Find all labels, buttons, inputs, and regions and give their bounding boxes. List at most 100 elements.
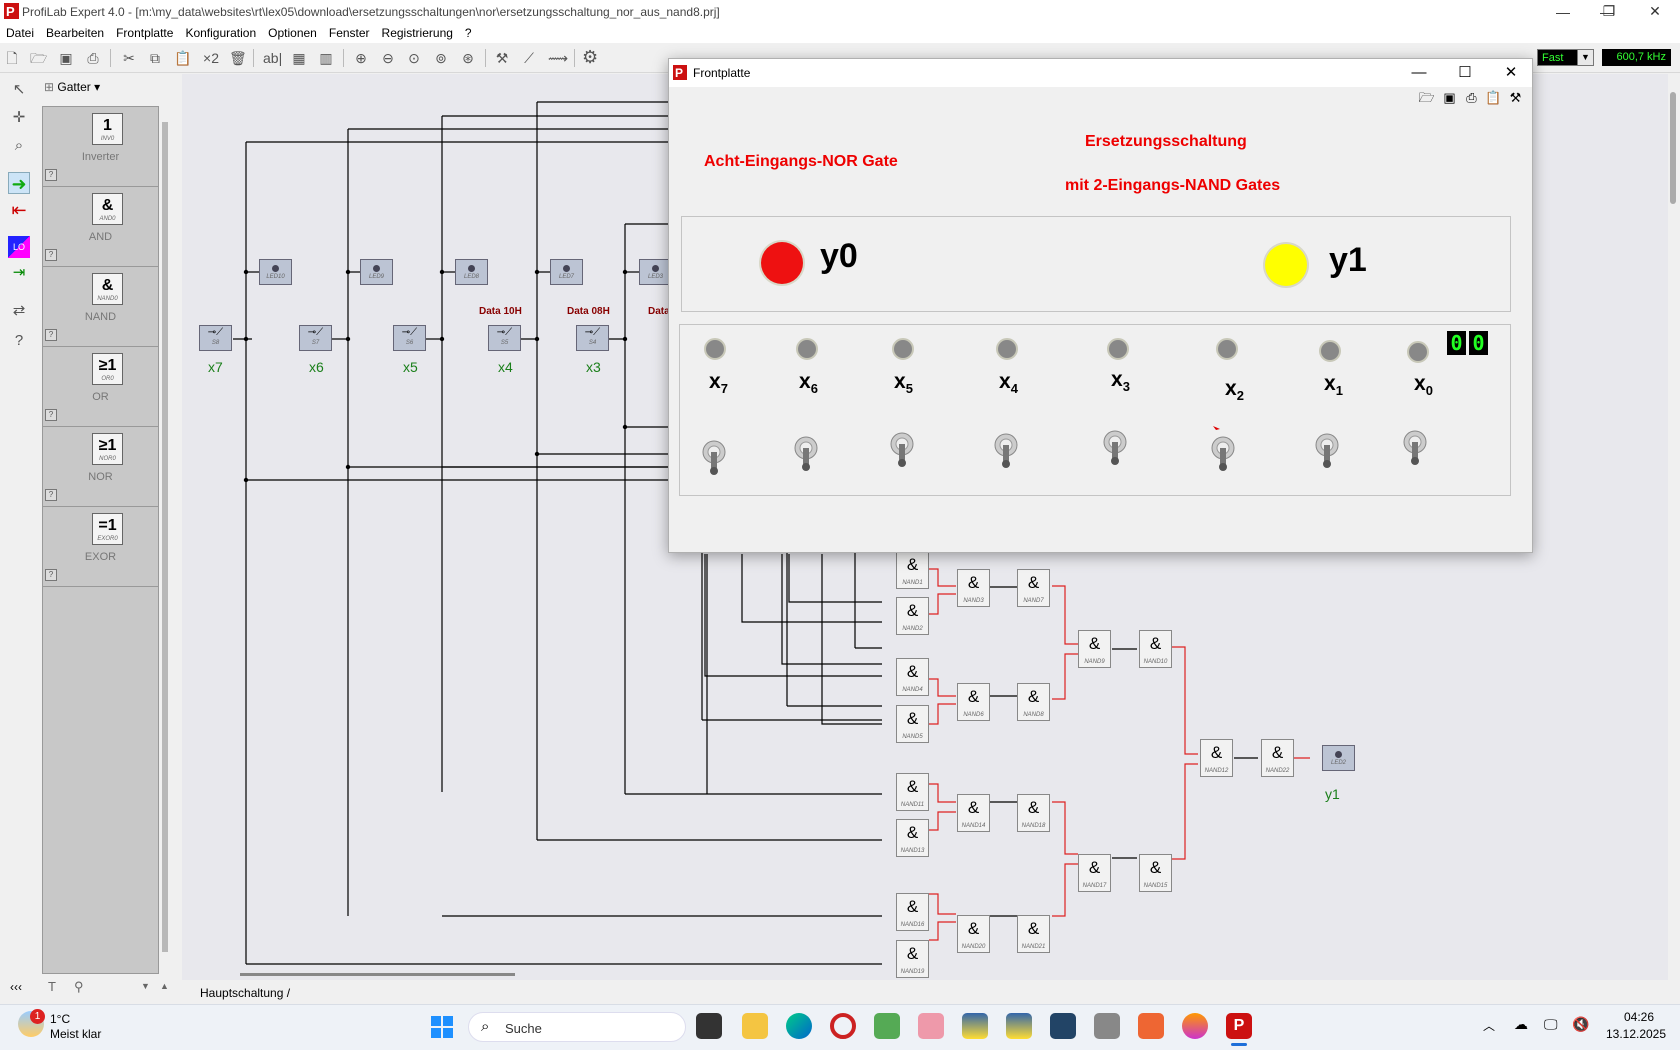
- zoom-select-icon[interactable]: ⊛: [462, 50, 474, 66]
- zoom-page-icon[interactable]: ⊚: [435, 50, 447, 66]
- nand-gate[interactable]: &NAND9: [1078, 630, 1111, 668]
- toggle-switch-x5[interactable]: [889, 431, 915, 469]
- help-icon[interactable]: ?: [45, 249, 57, 261]
- crosshair-icon[interactable]: ✛: [12, 109, 26, 126]
- menu-bearbeiten[interactable]: Bearbeiten: [46, 26, 105, 40]
- cut-icon[interactable]: ✂: [123, 50, 135, 66]
- switch-s5[interactable]: ⊸⟋S5: [488, 325, 521, 351]
- nand-gate[interactable]: &NAND1: [896, 551, 929, 589]
- toggle-switch-x6[interactable]: [793, 435, 819, 473]
- save-icon[interactable]: ▣: [1443, 90, 1456, 105]
- pointer-icon[interactable]: ↖: [12, 81, 26, 98]
- help-icon[interactable]: ?: [45, 569, 57, 581]
- restore-app-button[interactable]: ❐: [1602, 3, 1616, 19]
- help-icon[interactable]: ?: [45, 489, 57, 501]
- toggle-switch-x7[interactable]: [701, 439, 727, 477]
- logic-analyzer-icon[interactable]: LO: [8, 236, 30, 258]
- image-app-icon[interactable]: [874, 1013, 900, 1039]
- menu-help[interactable]: ?: [464, 26, 472, 40]
- print-icon[interactable]: ⎙: [87, 50, 99, 66]
- scroll-down-icon[interactable]: ▼: [141, 981, 150, 991]
- canvas-vertical-scrollbar[interactable]: [1668, 74, 1680, 980]
- minimize-button[interactable]: —: [1600, 3, 1614, 20]
- help-icon[interactable]: ?: [45, 329, 57, 341]
- grid-icon[interactable]: ▦: [292, 50, 306, 66]
- close-app-button[interactable]: ✕: [1649, 3, 1661, 19]
- file-explorer-icon[interactable]: [742, 1013, 768, 1039]
- palette-item-nand[interactable]: &NAND0 NAND ?: [43, 267, 158, 347]
- open-folder-icon[interactable]: 🗁: [1418, 90, 1435, 105]
- nand-gate[interactable]: &NAND16: [896, 893, 929, 931]
- columns-icon[interactable]: ▥: [319, 50, 333, 66]
- palette-category[interactable]: ⊞ Gatter ▾: [44, 80, 101, 94]
- save-icon[interactable]: ▣: [59, 50, 73, 66]
- zoom-in-icon[interactable]: ⊕: [355, 50, 367, 66]
- nand-gate[interactable]: &NAND17: [1078, 854, 1111, 892]
- led-10[interactable]: LED10: [259, 259, 292, 285]
- toggle-switch-x0[interactable]: [1402, 429, 1428, 467]
- canvas-scroll-thumb[interactable]: [1670, 92, 1676, 204]
- tools-icon[interactable]: ⚒: [1509, 90, 1522, 105]
- zoom-fit-icon[interactable]: ⊙: [408, 50, 420, 66]
- nand-gate[interactable]: &NAND13: [896, 819, 929, 857]
- python-icon[interactable]: [962, 1013, 988, 1039]
- wire-icon[interactable]: ⟋: [524, 50, 534, 66]
- led-8[interactable]: LED8: [455, 259, 488, 285]
- text-icon[interactable]: ab|: [263, 50, 283, 66]
- matlab-icon[interactable]: [1138, 1013, 1164, 1039]
- led-7[interactable]: LED7: [550, 259, 583, 285]
- python-icon[interactable]: [1006, 1013, 1032, 1039]
- edge-browser-icon[interactable]: [786, 1013, 812, 1039]
- nand-gate[interactable]: &NAND11: [896, 773, 929, 811]
- cloud-icon[interactable]: ☁: [1514, 1016, 1528, 1032]
- nand-gate[interactable]: &NAND19: [896, 940, 929, 978]
- task-view-icon[interactable]: [696, 1013, 722, 1039]
- stop-arrow-icon[interactable]: ⇤: [11, 200, 27, 220]
- paste-icon[interactable]: 📋: [174, 50, 192, 66]
- canvas-horizontal-scrollbar[interactable]: [240, 973, 515, 976]
- nand-gate[interactable]: &NAND18: [1017, 794, 1050, 832]
- clock-time[interactable]: 04:26: [1623, 1010, 1655, 1024]
- close-button[interactable]: ✕: [1504, 64, 1518, 81]
- menu-datei[interactable]: Datei: [6, 26, 35, 40]
- profilab-icon[interactable]: P: [1226, 1013, 1252, 1039]
- nand-gate[interactable]: &NAND12: [1200, 739, 1233, 777]
- clipboard-icon[interactable]: 📋: [1485, 90, 1502, 105]
- palette-scrollbar[interactable]: [162, 122, 168, 952]
- toggle-switch-x3[interactable]: [1102, 429, 1128, 467]
- nand-gate[interactable]: &NAND4: [896, 658, 929, 696]
- swap-icon[interactable]: ⇄: [12, 302, 26, 319]
- new-file-icon[interactable]: 🗋: [6, 50, 18, 66]
- maximize-button[interactable]: ☐: [1458, 64, 1472, 81]
- led-3[interactable]: LED3: [639, 259, 672, 285]
- clock-date[interactable]: 13.12.2025: [1605, 1027, 1667, 1041]
- tab-hauptschaltung[interactable]: Hauptschaltung /: [200, 986, 291, 1000]
- minimize-button[interactable]: —: [1411, 64, 1427, 81]
- nand-gate[interactable]: &NAND3: [957, 569, 990, 607]
- menu-registrierung[interactable]: Registrierung: [381, 26, 453, 40]
- open-file-icon[interactable]: 🗁: [30, 50, 48, 66]
- toggle-switch-x2[interactable]: [1210, 435, 1236, 473]
- switch-s6[interactable]: ⊸⟋S6: [393, 325, 426, 351]
- collapse-icon[interactable]: ‹‹‹: [10, 980, 22, 994]
- palette-item-and[interactable]: &AND0 AND ?: [43, 187, 158, 267]
- paint-app-icon[interactable]: [918, 1013, 944, 1039]
- switch-s8[interactable]: ⊸⟋S8: [199, 325, 232, 351]
- nand-gate[interactable]: &NAND6: [957, 683, 990, 721]
- nand-gate[interactable]: &NAND5: [896, 705, 929, 743]
- nand-gate[interactable]: &NAND20: [957, 915, 990, 953]
- tools-icon[interactable]: ⚒: [495, 50, 509, 66]
- export-icon[interactable]: ⇥: [12, 264, 26, 281]
- scroll-up-icon[interactable]: ▲: [160, 981, 169, 991]
- nand-gate[interactable]: &NAND2: [896, 597, 929, 635]
- delete-icon[interactable]: 🗑: [229, 50, 247, 66]
- menu-konfiguration[interactable]: Konfiguration: [185, 26, 257, 40]
- settings-gear-icon[interactable]: ⚙: [582, 47, 599, 67]
- nand-gate[interactable]: &NAND15: [1139, 854, 1172, 892]
- probe-icon[interactable]: ⟿: [548, 50, 569, 66]
- search-box[interactable]: ⌕ Suche: [468, 1012, 686, 1042]
- minimize-app-button[interactable]: —: [1556, 3, 1570, 20]
- app-red-icon[interactable]: [830, 1013, 856, 1039]
